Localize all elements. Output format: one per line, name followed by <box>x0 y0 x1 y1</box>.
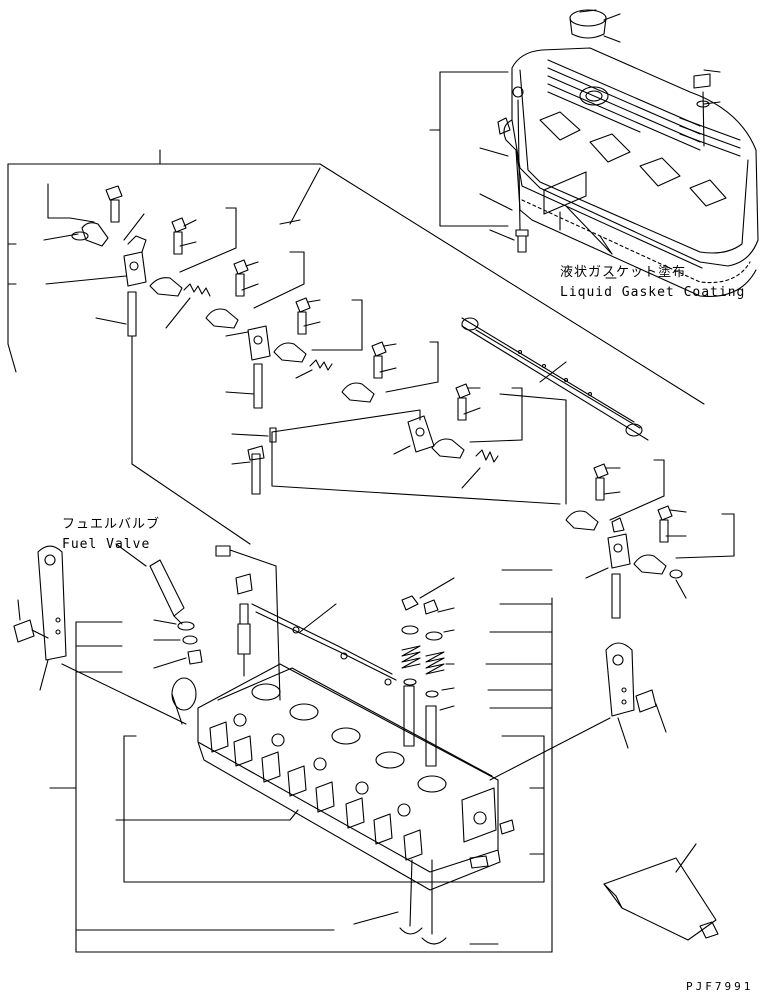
rocker-arm-assembly <box>7 149 735 619</box>
liquid-gasket-callout: 液状ガスケット塗布 Liquid Gasket Coating <box>560 264 745 300</box>
lifting-hooks <box>13 545 667 781</box>
drawing-code: PJF7991 <box>686 980 753 993</box>
cylinder-head <box>171 577 515 945</box>
sealant-tube-icon <box>603 843 719 941</box>
valve-cover <box>429 9 759 298</box>
fuel-valve-label-jp: フュエルバルブ <box>62 516 160 532</box>
fuel-valve-callout: フュエルバルブ Fuel Valve <box>62 516 160 552</box>
gasket-label-en: Liquid Gasket Coating <box>560 285 745 300</box>
fuel-valve-label-en: Fuel Valve <box>62 537 150 552</box>
gasket-label-jp: 液状ガスケット塗布 <box>560 264 686 280</box>
reference-frames <box>49 277 617 953</box>
fuel-valve <box>115 543 397 701</box>
